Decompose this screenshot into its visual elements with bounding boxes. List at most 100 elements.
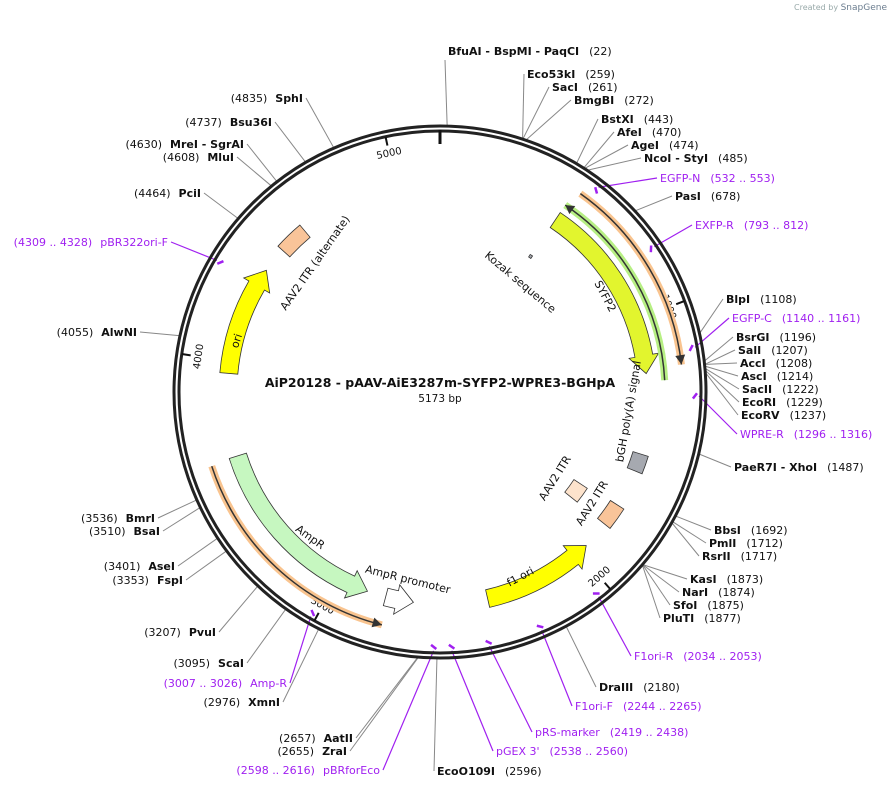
- bbsi-position: (1692): [751, 524, 788, 537]
- site-sacii[interactable]: SacII(1222): [742, 383, 819, 396]
- aav2-itr-feature[interactable]: [564, 479, 588, 503]
- kasi-name: KasI: [690, 573, 717, 586]
- syfp2-feature[interactable]: [549, 211, 660, 375]
- sphi-leader-line: [305, 97, 334, 148]
- blpi-name: BlpI: [726, 293, 750, 306]
- site-nari[interactable]: NarI(1874): [682, 586, 755, 599]
- site-mlui[interactable]: (4608)MluI: [163, 151, 234, 164]
- site-bmgbi[interactable]: BmgBI(272): [574, 94, 654, 107]
- site-scai[interactable]: (3095)ScaI: [173, 657, 244, 670]
- site-agei[interactable]: AgeI(474): [631, 139, 699, 152]
- unlabeled-feature-feature-line: [579, 193, 683, 365]
- f1-ori-feature[interactable]: [485, 545, 587, 608]
- site-paer7i-xhoi[interactable]: PaeR7I - XhoI(1487): [734, 461, 864, 474]
- wpre-r-position: (1296 .. 1316): [794, 428, 873, 441]
- site-alwni[interactable]: (4055)AlwNI: [57, 326, 137, 339]
- site-pmli[interactable]: PmlI(1712): [709, 537, 783, 550]
- site-pluti[interactable]: PluTI(1877): [663, 612, 741, 625]
- site-pasi[interactable]: PasI(678): [675, 190, 740, 203]
- zrai-name: ZraI: [322, 745, 347, 758]
- site-ecoo109i[interactable]: EcoO109I(2596): [437, 765, 542, 778]
- primer-prs-marker[interactable]: pRS-marker(2419 .. 2438): [535, 726, 688, 739]
- site-bbsi[interactable]: BbsI(1692): [714, 524, 787, 537]
- primer-pbrforeco[interactable]: (2598 .. 2616)pBRforEco: [236, 764, 380, 777]
- site-ecori[interactable]: EcoRI(1229): [742, 396, 823, 409]
- site-xmni[interactable]: (2976)XmnI: [204, 696, 280, 709]
- site-rsrii[interactable]: RsrII(1717): [702, 550, 777, 563]
- asci-position: (1214): [777, 370, 814, 383]
- bgh-poly-a-signal-feature[interactable]: [626, 451, 649, 475]
- site-asei[interactable]: (3401)AseI: [104, 560, 175, 573]
- primer-egfp-n[interactable]: EGFP-N(532 .. 553): [660, 172, 775, 185]
- site-bsrgi[interactable]: BsrGI(1196): [736, 331, 816, 344]
- site-afei[interactable]: AfeI(470): [617, 126, 681, 139]
- ecoo109i-leader-line: [433, 658, 438, 772]
- site-saci[interactable]: SacI(261): [552, 81, 618, 94]
- mrei-sgrai-position: (4630): [125, 138, 162, 151]
- unlabeled-feature-feature-line: [211, 465, 383, 626]
- tick-label: 5000: [376, 146, 403, 162]
- site-sphi[interactable]: (4835)SphI: [231, 92, 303, 105]
- ecori-leader-line: [705, 370, 740, 403]
- bsai-position: (3510): [89, 525, 126, 538]
- site-pcii[interactable]: (4464)PciI: [134, 187, 201, 200]
- site-mrei-sgrai[interactable]: (4630) MreI - SgrAI: [125, 138, 244, 151]
- sphi-position: (4835): [231, 92, 268, 105]
- site-eco53ki[interactable]: Eco53kI(259): [527, 68, 615, 81]
- paer7i-xhoi-position: (1487): [827, 461, 864, 474]
- site-pvui[interactable]: (3207)PvuI: [144, 626, 216, 639]
- direction-arrowhead-icon: [565, 205, 576, 215]
- primer-f1ori-r[interactable]: F1ori-R(2034 .. 2053): [634, 650, 762, 663]
- site-ncoi-styi[interactable]: NcoI - StyI(485): [644, 152, 748, 165]
- tick-mark: [313, 612, 320, 622]
- bgh-poly-a-signal-label: bGH poly(A) signal: [613, 360, 644, 463]
- mrei-sgrai-name: MreI - SgrAI: [170, 138, 244, 151]
- site-sfoi[interactable]: SfoI(1875): [673, 599, 744, 612]
- primer-pgex-3[interactable]: pGEX 3'(2538 .. 2560): [496, 745, 628, 758]
- site-asci[interactable]: AscI(1214): [741, 370, 813, 383]
- site-sali[interactable]: SalI(1207): [738, 344, 808, 357]
- primer-f1ori-f[interactable]: F1ori-F(2244 .. 2265): [575, 700, 702, 713]
- site-blpi[interactable]: BlpI(1108): [726, 293, 797, 306]
- site-bmri[interactable]: (3536)BmrI: [81, 512, 155, 525]
- f1ori-f-leader-line: [541, 630, 573, 707]
- bstxi-position: (443): [644, 113, 674, 126]
- pasi-leader-line: [635, 195, 673, 211]
- bmgbi-leader-line: [526, 99, 572, 140]
- eco53ki-name: Eco53kI: [527, 68, 575, 81]
- kozak-sequence-feature[interactable]: [528, 253, 534, 260]
- pluti-leader-line: [642, 565, 661, 619]
- bmgbi-position: (272): [624, 94, 654, 107]
- site-zrai[interactable]: (2655)ZraI: [278, 745, 348, 758]
- mlui-position: (4608): [163, 151, 200, 164]
- aav2-itr-feature[interactable]: [596, 499, 625, 530]
- tick-mark: [603, 582, 612, 591]
- site-fspi[interactable]: (3353)FspI: [112, 574, 183, 587]
- sacii-position: (1222): [782, 383, 819, 396]
- aav2-itr-alternate-feature[interactable]: [277, 224, 311, 258]
- ampr-feature[interactable]: [228, 452, 369, 599]
- pvui-name: PvuI: [189, 626, 216, 639]
- site-kasi[interactable]: KasI(1873): [690, 573, 763, 586]
- site-bstxi[interactable]: BstXI(443): [601, 113, 673, 126]
- aatii-leader-line: [355, 657, 418, 739]
- site-acci[interactable]: AccI(1208): [740, 357, 812, 370]
- amp-r-leader-line: [289, 616, 312, 684]
- pgex-3-position: (2538 .. 2560): [550, 745, 629, 758]
- primer-pbr322ori-f[interactable]: (4309 .. 4328)pBR322ori-F: [14, 236, 168, 249]
- ampr-promoter-feature[interactable]: [382, 583, 415, 616]
- site-draiii[interactable]: DraIII(2180): [599, 681, 680, 694]
- site-ecorv[interactable]: EcoRV(1237): [741, 409, 826, 422]
- primer-egfp-c[interactable]: EGFP-C(1140 .. 1161): [732, 312, 860, 325]
- primer-exfp-r[interactable]: EXFP-R(793 .. 812): [695, 219, 808, 232]
- site-bsai[interactable]: (3510)BsaI: [89, 525, 160, 538]
- primer-wpre-r[interactable]: WPRE-R(1296 .. 1316): [740, 428, 872, 441]
- site-bsu36i[interactable]: (4737)Bsu36I: [185, 116, 272, 129]
- pbrforeco-position: (2598 .. 2616): [236, 764, 315, 777]
- primer-amp-r[interactable]: (3007 .. 3026)Amp-R: [164, 677, 288, 690]
- pmli-position: (1712): [746, 537, 783, 550]
- ori-feature[interactable]: [219, 269, 271, 375]
- site-aatii[interactable]: (2657)AatII: [279, 732, 353, 745]
- site-bfuai-bspmi-paqci[interactable]: BfuAI - BspMI - PaqCI(22): [448, 45, 612, 58]
- bsu36i-position: (4737): [185, 116, 222, 129]
